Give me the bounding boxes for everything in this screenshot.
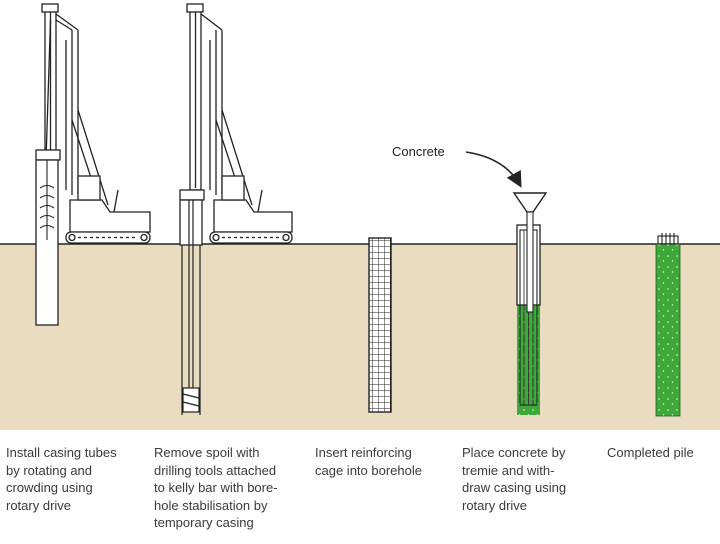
tremie-pipe [526, 211, 534, 313]
drilling-tool-2 [182, 387, 200, 413]
temporary-casing-2 [179, 199, 203, 246]
step-3-caption: Insert reinforcing cage into borehole [315, 445, 422, 478]
concrete-label: Concrete [392, 144, 445, 159]
completed-pile-5 [655, 243, 681, 417]
step-5-caption: Completed pile [607, 445, 694, 460]
auger-1 [39, 160, 55, 240]
piling-process-diagram: Concrete [0, 3, 720, 430]
step-2-caption: Remove spoil with drilling tools attache… [154, 445, 278, 530]
step-1-caption: Install casing tubes by rotating and cro… [6, 445, 117, 513]
drilling-rig-1 [35, 3, 151, 244]
drilling-rig-2 [179, 3, 293, 244]
starter-bars-5 [657, 233, 679, 245]
reinforcing-cage-3 [368, 237, 392, 413]
ground [0, 244, 720, 430]
step-4-caption: Place concrete by tremie and with- draw … [462, 445, 567, 513]
tremie-hopper [512, 192, 548, 213]
concrete-arrow [465, 151, 522, 188]
kelly-bar-2 [181, 200, 201, 415]
